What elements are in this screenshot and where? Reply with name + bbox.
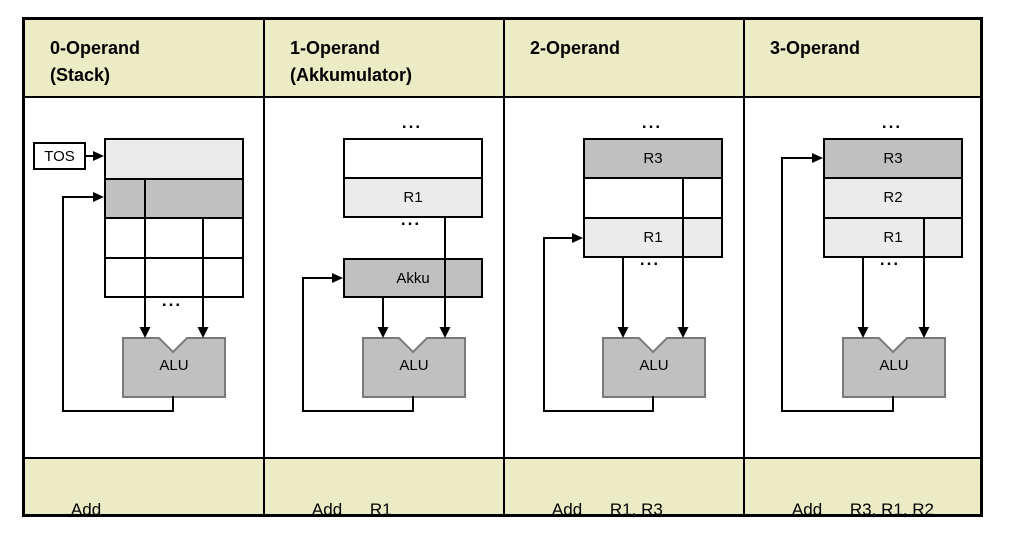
ellipsis: ...	[881, 113, 903, 132]
column-header-0-operand: 0-Operand (Stack)	[50, 35, 140, 89]
ellipsis: ...	[641, 113, 663, 132]
row-divider	[22, 96, 983, 98]
header-band	[22, 17, 983, 96]
column-header-3-operand: 3-Operand	[770, 35, 860, 62]
row-divider	[22, 457, 983, 459]
instruction-operands: R1	[369, 500, 392, 519]
register-cell-r1: R1	[345, 177, 481, 216]
instruction-opcode: Add	[70, 500, 102, 519]
instruction-opcode: Add	[791, 500, 823, 519]
alu-label: ALU	[879, 357, 909, 374]
ellipsis: ...	[879, 250, 901, 269]
instruction-1-operand: Add R1	[293, 477, 392, 541]
alu-label: ALU	[159, 357, 189, 374]
stack-register-file	[104, 138, 244, 298]
alu-label: ALU	[399, 357, 429, 374]
ellipsis: ...	[401, 113, 423, 132]
column-divider	[743, 17, 745, 517]
stack-cell-tos	[106, 140, 242, 178]
header-title: 3-Operand	[770, 38, 861, 58]
header-subtitle: (Stack)	[50, 65, 111, 85]
column-divider	[503, 17, 505, 517]
table-outer-border	[22, 17, 983, 517]
register-cell	[585, 177, 721, 217]
header-title: 2-Operand	[530, 38, 621, 58]
akku-box: Akku	[343, 258, 483, 298]
tos-box: TOS	[33, 142, 86, 170]
register-file-2operand: R3 R1	[583, 138, 723, 258]
instruction-3-operand: Add R3, R1, R2	[773, 477, 934, 541]
header-title: 0-Operand	[50, 38, 141, 58]
instruction-operands: R1, R3	[609, 500, 663, 519]
stack-cell-second	[106, 177, 242, 217]
instruction-opcode: Add	[311, 500, 343, 519]
instruction-opcode: Add	[551, 500, 583, 519]
alu-label: ALU	[639, 357, 669, 374]
footer-band	[22, 457, 983, 517]
column-header-1-operand: 1-Operand (Akkumulator)	[290, 35, 412, 89]
ellipsis: ...	[639, 250, 661, 269]
register-file-3operand: R3 R2 R1	[823, 138, 963, 258]
instruction-operands: R3, R1, R2	[849, 500, 934, 519]
ellipsis: ...	[400, 210, 422, 229]
header-title: 1-Operand	[290, 38, 381, 58]
register-cell	[345, 140, 481, 177]
akku-register-file: R1	[343, 138, 483, 218]
instruction-0-operand: Add	[52, 477, 129, 541]
register-cell-r3: R3	[825, 140, 961, 178]
stack-cell	[106, 217, 242, 257]
instruction-2-operand: Add R1, R3	[533, 477, 663, 541]
column-divider	[263, 17, 265, 517]
tos-label: TOS	[44, 147, 75, 165]
register-cell-r2: R2	[825, 177, 961, 217]
ellipsis: ...	[161, 291, 183, 310]
register-cell-r3: R3	[585, 140, 721, 178]
header-subtitle: (Akkumulator)	[290, 65, 413, 85]
column-header-2-operand: 2-Operand	[530, 35, 620, 62]
akku-label: Akku	[396, 269, 430, 287]
